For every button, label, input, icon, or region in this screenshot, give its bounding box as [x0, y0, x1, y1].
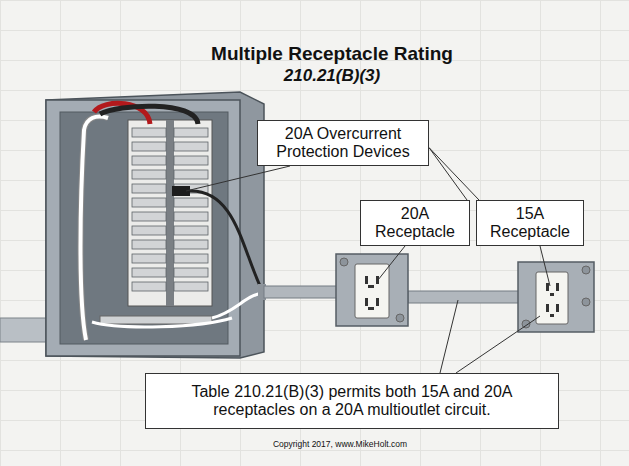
breaker-comb — [132, 156, 166, 165]
outlet-box — [536, 272, 568, 324]
panelboard — [128, 120, 212, 306]
branch-wire — [212, 293, 262, 318]
breaker-comb — [132, 170, 166, 179]
breaker-comb — [174, 240, 208, 249]
breaker-comb — [132, 240, 166, 249]
branch-conduit — [264, 286, 338, 298]
outlet-box — [368, 285, 374, 288]
breaker-comb — [132, 128, 166, 137]
box-text: 20A Overcurrent Protection Devices — [264, 125, 422, 161]
neutral-wire — [81, 117, 109, 341]
outlet-box — [336, 254, 408, 326]
panelboard — [46, 92, 264, 358]
breaker-comb — [174, 198, 208, 207]
leader-line — [186, 166, 290, 191]
branch-wire — [190, 191, 262, 290]
outlet-box — [546, 304, 549, 312]
panelboard — [60, 112, 228, 344]
breaker-comb — [174, 226, 208, 235]
outlet-box — [582, 266, 590, 274]
outlet-box — [556, 283, 559, 291]
outlet-box — [365, 298, 368, 306]
copyright-note: Copyright 2017, www.MikeHolt.com — [190, 439, 490, 449]
leader-line — [540, 246, 550, 286]
branch-conduit — [408, 291, 520, 303]
box-text: 15A Receptacle — [483, 205, 577, 241]
outlet-box — [376, 298, 379, 306]
breaker-comb — [132, 254, 166, 263]
neutral-wire — [81, 117, 109, 341]
outlet-box — [546, 283, 549, 291]
breaker-comb — [132, 212, 166, 221]
outlet-box — [582, 298, 590, 306]
breaker-comb — [174, 156, 208, 165]
breaker-comb — [174, 128, 208, 137]
neutral-bar — [100, 316, 212, 324]
neutral-wire — [92, 318, 232, 327]
breaker-comb — [174, 170, 208, 179]
breaker-comb — [174, 282, 208, 291]
leader-line — [440, 300, 458, 373]
outlet-box — [550, 293, 554, 296]
code-reference: 210.21(B)(3) — [182, 66, 482, 86]
panelboard — [166, 120, 174, 306]
breaker-comb — [174, 268, 208, 277]
note-box: Table 210.21(B)(3) permits both 15A and … — [145, 373, 559, 429]
panelboard — [46, 92, 264, 358]
outlet-box — [518, 262, 594, 332]
outlet-box — [368, 307, 374, 310]
outlet-box — [556, 304, 559, 312]
breaker-comb — [132, 198, 166, 207]
breaker-comb — [174, 142, 208, 151]
breaker-comb — [132, 184, 166, 193]
outlet-box — [340, 258, 348, 266]
breaker-comb — [132, 128, 208, 291]
box-text: Table 210.21(B)(3) permits both 15A and … — [152, 383, 552, 419]
leader-connector — [429, 148, 467, 200]
outlet-box — [550, 314, 554, 317]
outlet-box — [365, 276, 368, 284]
leader-connector — [429, 148, 479, 200]
breaker-comb — [132, 268, 166, 277]
outlet-box — [396, 314, 404, 322]
callout-box: 20A Overcurrent Protection Devices — [257, 120, 429, 166]
hot-wire — [100, 106, 198, 124]
callout-box: 20A Receptacle — [360, 200, 470, 246]
box-text: 20A Receptacle — [367, 205, 463, 241]
leader-line — [456, 316, 540, 373]
diagram-title: Multiple Receptacle Rating — [132, 43, 532, 65]
breaker-comb — [132, 142, 166, 151]
callout-box: 15A Receptacle — [476, 200, 584, 246]
breaker-comb — [174, 254, 208, 263]
panelboard — [46, 100, 240, 356]
leader-line — [186, 166, 550, 373]
outlet-box — [518, 262, 594, 332]
breaker-comb — [174, 212, 208, 221]
breaker-comb — [132, 226, 166, 235]
leader-line — [378, 246, 405, 280]
outlet-box — [336, 254, 408, 326]
breaker-comb — [132, 282, 166, 291]
